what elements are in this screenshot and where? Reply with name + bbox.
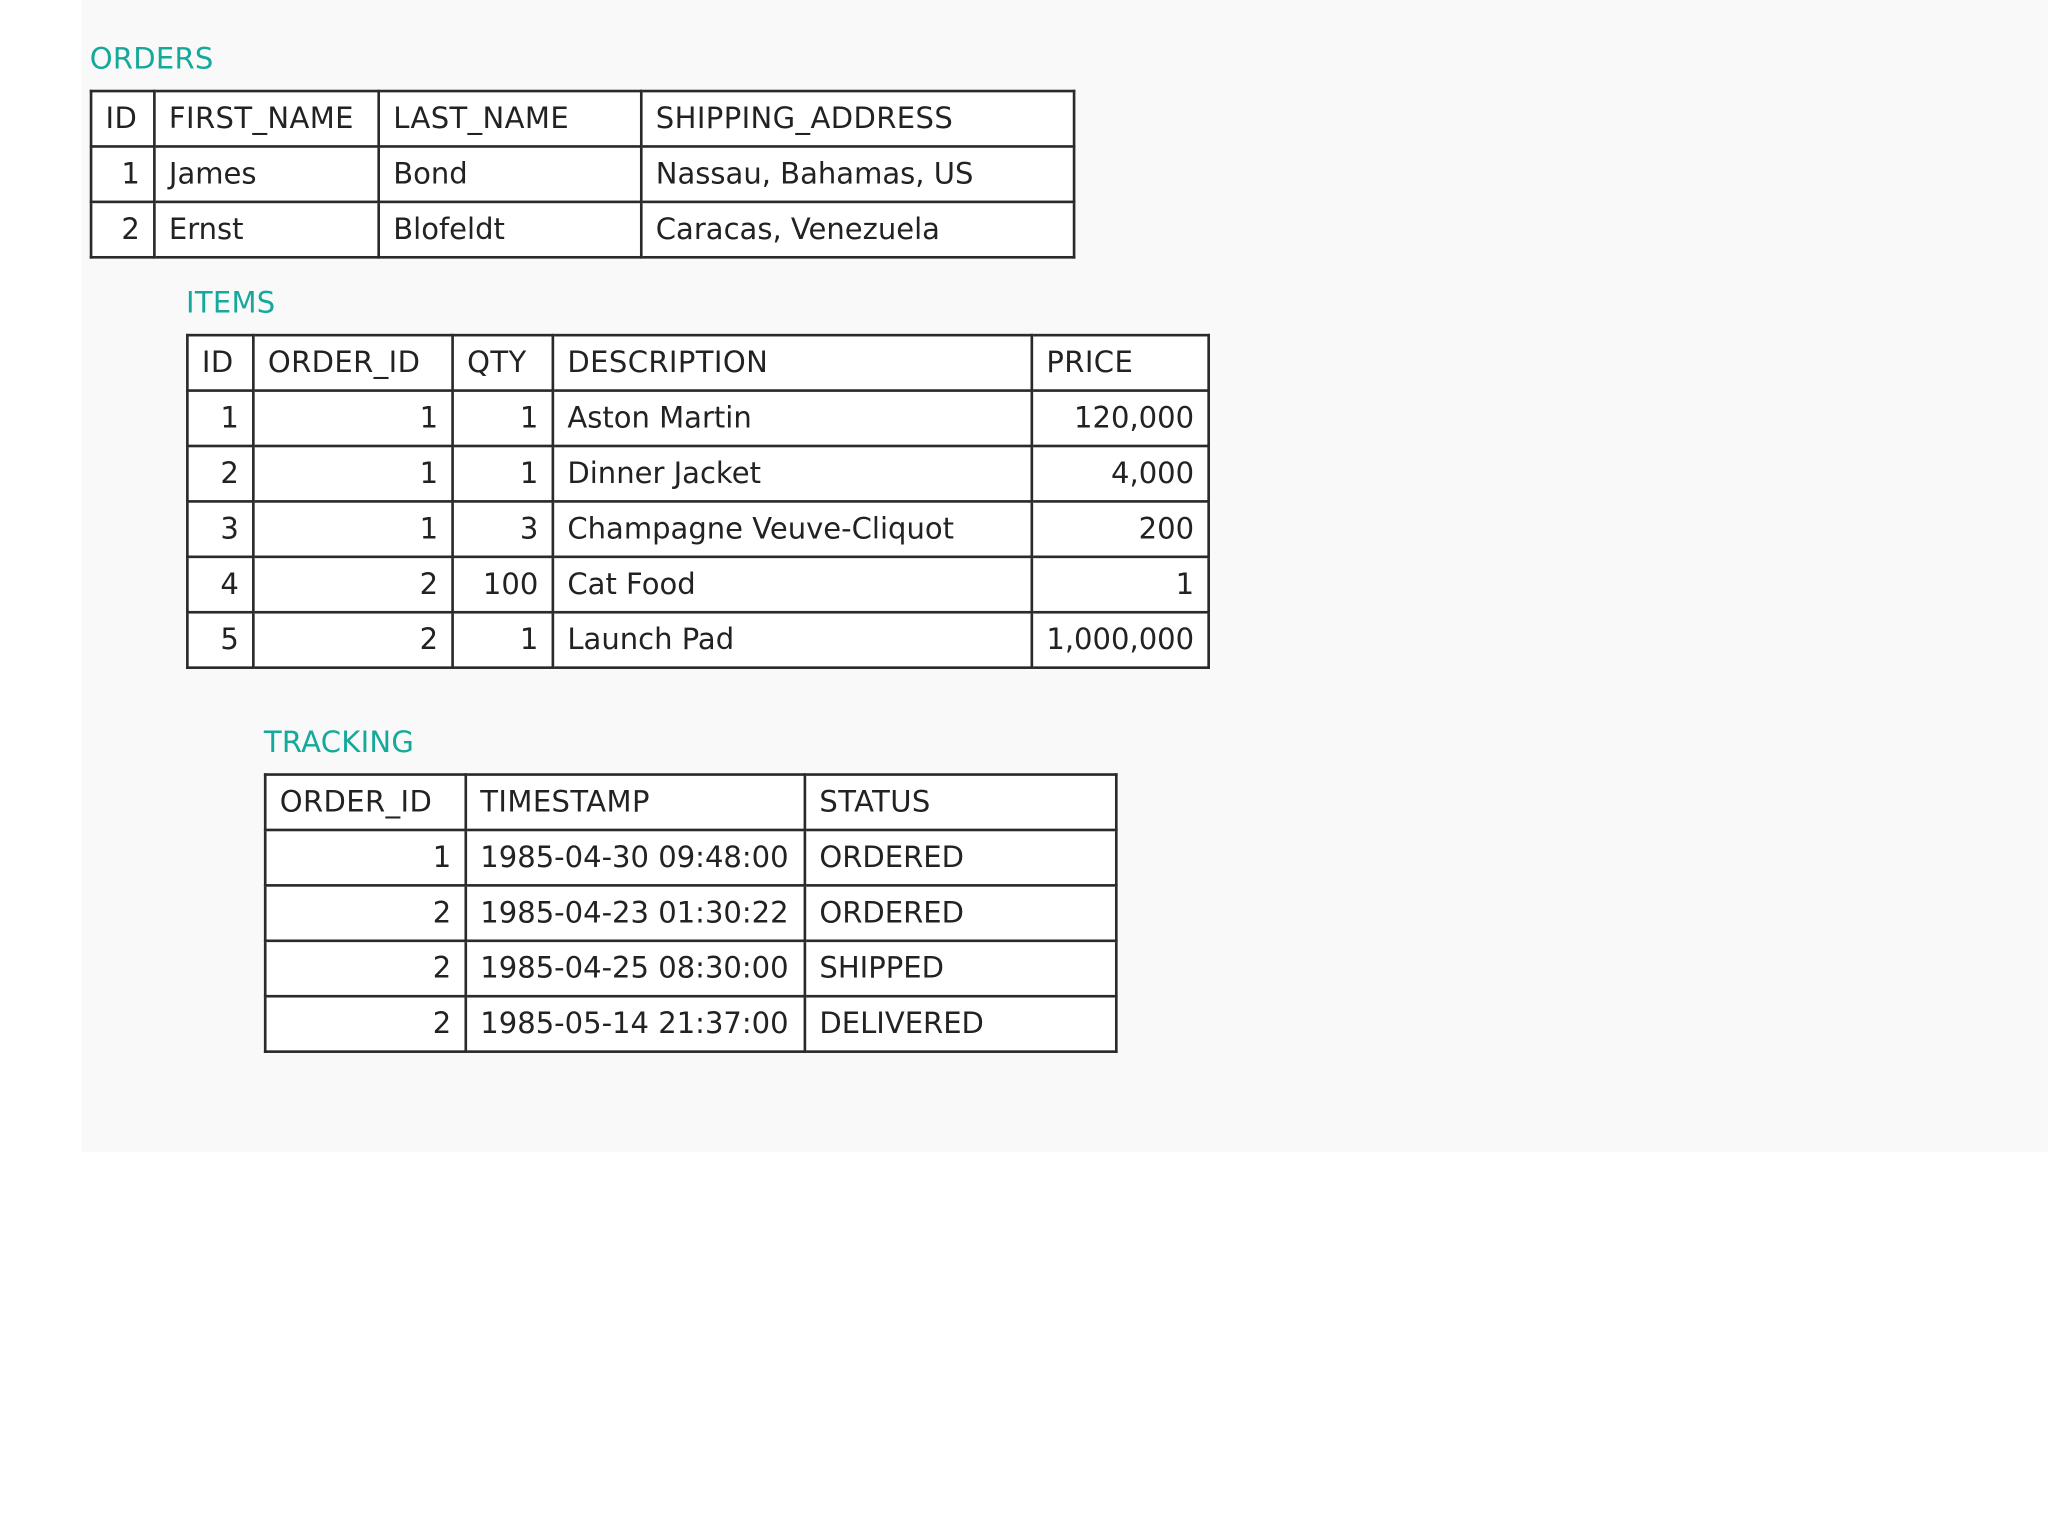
table-cell: 1 [451, 610, 555, 669]
table-cell: James [153, 145, 381, 204]
table-cell: 1 [89, 145, 156, 204]
column-header: LAST_NAME [377, 89, 643, 148]
table-row: 1 James Bond Nassau, Bahamas, US [89, 145, 1076, 204]
column-header: SHIPPING_ADDRESS [639, 89, 1076, 148]
table-cell: Cat Food [551, 555, 1034, 614]
table-cell: Blofeldt [377, 200, 643, 259]
table-cell: 1 [263, 828, 468, 887]
orders-table-title: ORDERS [89, 43, 214, 77]
table-cell: Aston Martin [551, 389, 1034, 448]
column-header: ORDER_ID [263, 773, 468, 832]
column-header: ID [186, 333, 255, 392]
table-cell: 3 [186, 500, 255, 559]
column-header: QTY [451, 333, 555, 392]
column-header: DESCRIPTION [551, 333, 1034, 392]
table-cell: 2 [252, 610, 454, 669]
table-header-row: ID FIRST_NAME LAST_NAME SHIPPING_ADDRESS [89, 89, 1076, 148]
table-cell: 2 [263, 939, 468, 998]
table-cell: 1 [451, 444, 555, 503]
table-cell: 1 [252, 444, 454, 503]
table-cell: 1 [1030, 555, 1210, 614]
table-cell: 1,000,000 [1030, 610, 1210, 669]
table-cell: 1 [451, 389, 555, 448]
tracking-table-title: TRACKING [263, 727, 415, 761]
table-cell: 2 [252, 555, 454, 614]
table-cell: Dinner Jacket [551, 444, 1034, 503]
table-cell: 1 [252, 389, 454, 448]
column-header: FIRST_NAME [153, 89, 381, 148]
table-row: 5 2 1 Launch Pad 1,000,000 [186, 610, 1210, 669]
table-cell: 1 [186, 389, 255, 448]
table-cell: ORDERED [803, 828, 1118, 887]
table-header-row: ID ORDER_ID QTY DESCRIPTION PRICE [186, 333, 1210, 392]
table-cell: Ernst [153, 200, 381, 259]
items-table-title: ITEMS [186, 287, 276, 321]
column-header: PRICE [1030, 333, 1210, 392]
table-row: 2 1985-04-23 01:30:22 ORDERED [263, 884, 1118, 943]
table-cell: 2 [263, 884, 468, 943]
column-header: TIMESTAMP [464, 773, 807, 832]
table-cell: ORDERED [803, 884, 1118, 943]
column-header: ID [89, 89, 156, 148]
table-cell: 200 [1030, 500, 1210, 559]
table-cell: 2 [89, 200, 156, 259]
table-row: 3 1 3 Champagne Veuve-Cliquot 200 [186, 500, 1210, 559]
table-cell: 3 [451, 500, 555, 559]
table-row: 1 1985-04-30 09:48:00 ORDERED [263, 828, 1118, 887]
table-cell: 5 [186, 610, 255, 669]
table-cell: 120,000 [1030, 389, 1210, 448]
table-row: 2 1 1 Dinner Jacket 4,000 [186, 444, 1210, 503]
items-table: ID ORDER_ID QTY DESCRIPTION PRICE 1 1 1 … [186, 333, 1210, 669]
tracking-table-block: TRACKING ORDER_ID TIMESTAMP STATUS 1 198… [263, 726, 1118, 1053]
table-cell: 4,000 [1030, 444, 1210, 503]
table-cell: 2 [263, 994, 468, 1053]
table-cell: Launch Pad [551, 610, 1034, 669]
table-cell: 1985-04-25 08:30:00 [464, 939, 807, 998]
table-row: 4 2 100 Cat Food 1 [186, 555, 1210, 614]
table-cell: DELIVERED [803, 994, 1118, 1053]
table-cell: Caracas, Venezuela [639, 200, 1076, 259]
column-header: ORDER_ID [252, 333, 454, 392]
table-cell: Champagne Veuve-Cliquot [551, 500, 1034, 559]
table-cell: Nassau, Bahamas, US [639, 145, 1076, 204]
table-row: 2 Ernst Blofeldt Caracas, Venezuela [89, 200, 1076, 259]
table-cell: 100 [451, 555, 555, 614]
table-cell: 1985-04-30 09:48:00 [464, 828, 807, 887]
table-cell: SHIPPED [803, 939, 1118, 998]
items-table-block: ITEMS ID ORDER_ID QTY DESCRIPTION PRICE … [186, 286, 1210, 669]
table-row: 1 1 1 Aston Martin 120,000 [186, 389, 1210, 448]
table-cell: Bond [377, 145, 643, 204]
table-cell: 2 [186, 444, 255, 503]
tracking-table: ORDER_ID TIMESTAMP STATUS 1 1985-04-30 0… [263, 773, 1118, 1053]
table-header-row: ORDER_ID TIMESTAMP STATUS [263, 773, 1118, 832]
column-header: STATUS [803, 773, 1118, 832]
orders-table-block: ORDERS ID FIRST_NAME LAST_NAME SHIPPING_… [89, 42, 1076, 259]
table-cell: 4 [186, 555, 255, 614]
table-cell: 1985-04-23 01:30:22 [464, 884, 807, 943]
table-row: 2 1985-04-25 08:30:00 SHIPPED [263, 939, 1118, 998]
orders-table: ID FIRST_NAME LAST_NAME SHIPPING_ADDRESS… [89, 89, 1076, 259]
table-cell: 1985-05-14 21:37:00 [464, 994, 807, 1053]
table-cell: 1 [252, 500, 454, 559]
table-row: 2 1985-05-14 21:37:00 DELIVERED [263, 994, 1118, 1053]
